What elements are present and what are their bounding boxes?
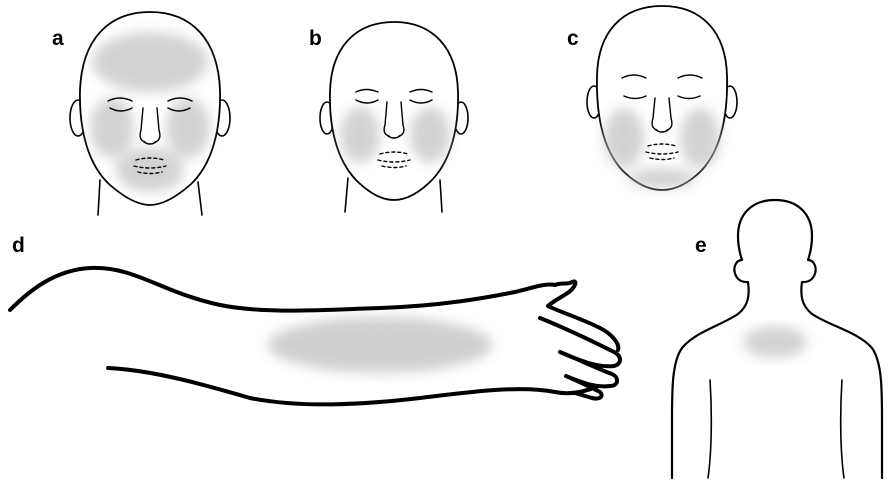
panel-c: c [567, 6, 737, 190]
face-c [587, 6, 737, 190]
panel-a: a [52, 12, 230, 215]
panel-label-d: d [12, 234, 25, 257]
panel-label-c: c [567, 27, 579, 50]
fingers-contour [540, 318, 620, 399]
arm-lower-contour [108, 368, 598, 404]
face-a [70, 12, 230, 215]
arm-upper-contour [10, 268, 555, 311]
arm-gaps-e [708, 380, 844, 478]
panel-e: e [672, 200, 882, 478]
pigment-patch-e [743, 326, 807, 358]
panel-label-a: a [52, 27, 64, 50]
panel-b: b [309, 22, 468, 212]
arm-d [10, 268, 620, 405]
pigment-patch-d [268, 317, 492, 373]
face-b [320, 22, 468, 212]
panel-d: d [10, 234, 620, 404]
thumb-contour [548, 281, 618, 350]
panel-label-b: b [309, 27, 322, 50]
panel-label-e: e [695, 234, 707, 257]
